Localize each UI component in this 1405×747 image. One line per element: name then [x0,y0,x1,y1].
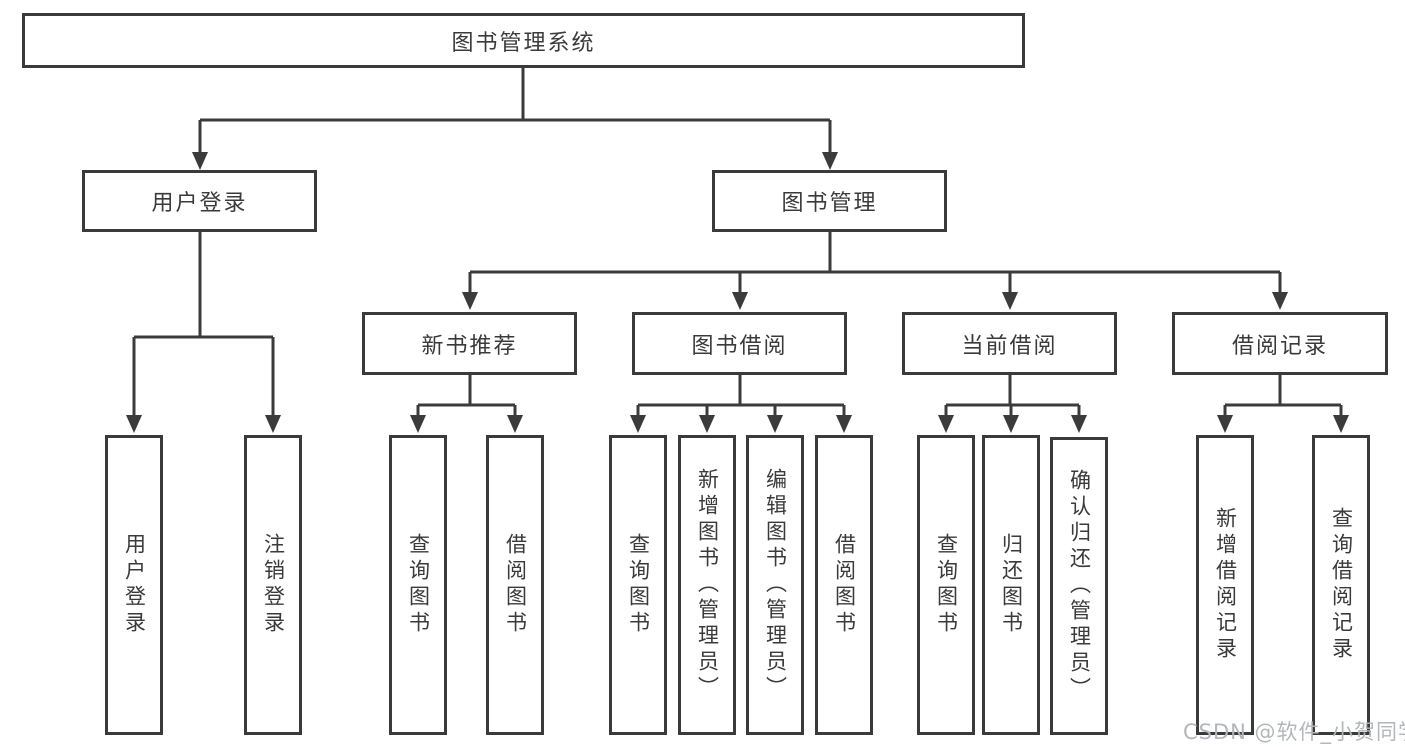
node-root: 图书管理系统 [22,13,1025,68]
leaf-query-books-current: 查询图书 [917,435,975,735]
node-current-borrowing: 当前借阅 [902,312,1117,375]
node-borrowing-records-label: 借阅记录 [1231,333,1328,359]
leaf-query-borrow-record-label: 查询借阅记录 [1329,507,1354,663]
leaf-borrow-books-borrow-label: 借阅图书 [832,533,857,637]
leaf-logout-label: 注销登录 [261,533,286,637]
leaf-query-books-recommend: 查询图书 [389,435,447,735]
leaf-query-books-recommend-label: 查询图书 [406,533,431,637]
node-new-book-recommend: 新书推荐 [362,312,577,375]
leaf-borrow-books-borrow: 借阅图书 [815,435,873,735]
leaf-return-book: 归还图书 [982,435,1040,735]
leaf-query-books-current-label: 查询图书 [934,533,959,637]
leaf-borrow-books-recommend-label: 借阅图书 [503,533,528,637]
node-borrowing-records: 借阅记录 [1172,312,1388,375]
leaf-borrow-books-recommend: 借阅图书 [486,435,544,735]
leaf-confirm-return-admin: 确认归还（管理员） [1050,437,1108,735]
node-root-label: 图书管理系统 [451,30,596,56]
leaf-user-login: 用户登录 [105,435,163,735]
leaf-query-books-borrow: 查询图书 [609,435,667,735]
node-book-borrowing: 图书借阅 [632,312,847,375]
node-book-borrowing-label: 图书借阅 [691,333,788,359]
leaf-query-books-borrow-label: 查询图书 [626,533,651,637]
leaf-confirm-return-admin-label: 确认归还（管理员） [1067,469,1092,703]
csdn-watermark: CSDN @软件_小贺同学 [1183,720,1405,744]
leaf-query-borrow-record: 查询借阅记录 [1312,435,1370,735]
leaf-user-login-label: 用户登录 [122,533,147,637]
leaf-add-borrow-record-label: 新增借阅记录 [1213,507,1238,663]
leaf-edit-book-admin-label: 编辑图书（管理员） [763,468,788,702]
connector-lines [132,68,1343,419]
leaf-return-book-label: 归还图书 [999,533,1024,637]
arrowhead-icons [126,152,1349,433]
node-book-management: 图书管理 [712,170,947,232]
leaf-add-borrow-record: 新增借阅记录 [1196,435,1254,735]
leaf-logout: 注销登录 [244,435,302,735]
leaf-add-book-admin-label: 新增图书（管理员） [695,468,720,702]
leaf-add-book-admin: 新增图书（管理员） [678,435,736,735]
node-current-borrowing-label: 当前借阅 [961,333,1058,359]
node-user-login-label: 用户登录 [151,191,248,216]
leaf-edit-book-admin: 编辑图书（管理员） [746,435,804,735]
node-book-management-label: 图书管理 [781,191,878,216]
node-user-login: 用户登录 [82,170,317,232]
node-new-book-recommend-label: 新书推荐 [421,333,518,359]
